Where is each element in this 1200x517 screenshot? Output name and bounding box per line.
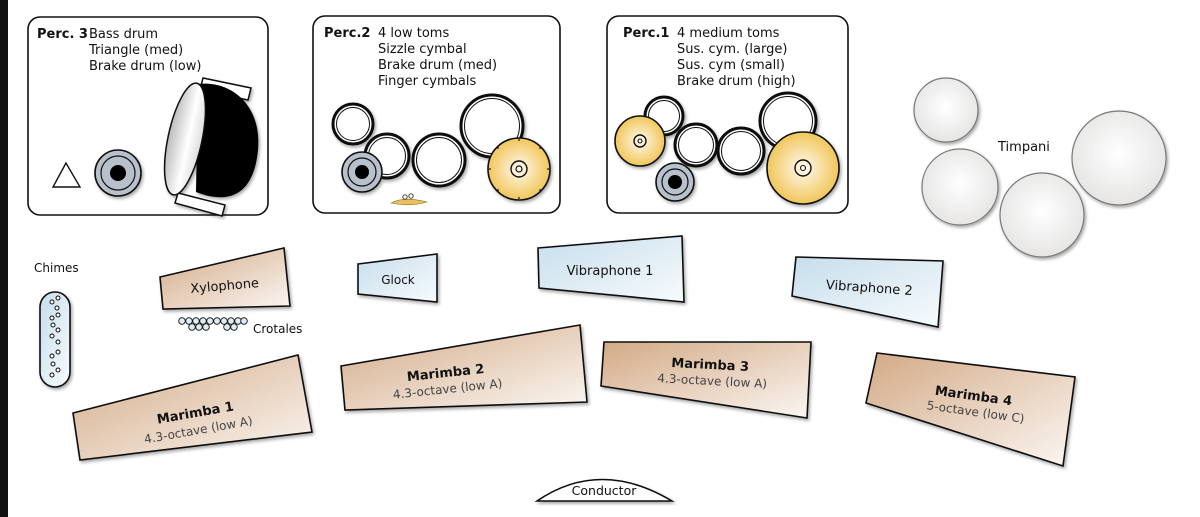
timpani-label: Timpani [997, 140, 1050, 155]
perc2-heading: Perc.2 [324, 26, 370, 41]
small-suspended-cymbal-icon [614, 115, 666, 167]
timpani-drum [913, 77, 979, 143]
vibraphone-2 [791, 256, 944, 328]
marimba-3-range: 4.3-octave (low A) [657, 371, 767, 391]
glock-label: Glock [381, 273, 415, 287]
perc1-box: Perc.1 4 medium toms Sus. cym. (large) S… [606, 15, 849, 214]
perc3-item: Brake drum (low) [89, 59, 201, 74]
perc1-item: Sus. cym. (large) [677, 42, 787, 57]
timpani-group [913, 77, 1167, 258]
perc2-item: Brake drum (med) [378, 58, 497, 73]
timpani-drum [1071, 110, 1167, 206]
marimba-1 [72, 354, 313, 461]
perc3-heading: Perc. 3 [37, 27, 88, 42]
tom-icon [716, 126, 766, 176]
brake-drum-low-icon [94, 149, 142, 197]
tom-icon [411, 132, 467, 188]
large-suspended-cymbal-icon [766, 131, 840, 205]
sizzle-cymbal-icon [487, 137, 551, 201]
marimba-3-name: Marimba 3 [671, 356, 749, 375]
timpani-drum [999, 172, 1085, 258]
xylophone [159, 247, 291, 310]
vibraphone-2-label: Vibraphone 2 [825, 278, 913, 299]
chimes-icon [39, 291, 71, 388]
perc1-item: Sus. cym (small) [677, 58, 785, 73]
perc1-item: Brake drum (high) [677, 74, 796, 89]
perc1-item: 4 medium toms [677, 26, 780, 41]
marimba-2 [340, 324, 588, 411]
conductor-podium [534, 478, 675, 502]
marimba-4 [865, 352, 1076, 468]
perc2-item: Sizzle cymbal [378, 42, 467, 57]
brake-drum-high-icon [655, 162, 695, 202]
glock [357, 253, 438, 303]
vibraphone-1 [537, 235, 685, 303]
perc3-item: Triangle (med) [88, 43, 183, 58]
timpani-drum [921, 148, 999, 226]
tom-icon [673, 122, 719, 168]
xylophone-label: Xylophone [190, 276, 260, 297]
crotales-label: Crotales [253, 322, 302, 336]
perc3-item: Bass drum [89, 27, 158, 42]
perc1-heading: Perc.1 [623, 26, 669, 41]
perc3-box: Perc. 3 Bass drum Triangle (med) Brake d… [27, 16, 269, 217]
left-border [0, 0, 8, 517]
triangle-icon [51, 161, 82, 188]
finger-cymbals-icon [390, 193, 429, 206]
vibraphone-1-label: Vibraphone 1 [567, 264, 654, 279]
perc2-item: 4 low toms [378, 26, 449, 41]
perc2-box: Perc.2 4 low toms Sizzle cymbal Brake dr… [312, 15, 561, 214]
crotales-icon [178, 317, 248, 331]
tom-icon [331, 102, 375, 146]
bass-drum-icon [163, 77, 259, 217]
conductor-label: Conductor [572, 483, 638, 498]
chimes-label: Chimes [34, 261, 79, 275]
perc2-item: Finger cymbals [378, 74, 476, 89]
marimba-3 [600, 341, 812, 419]
brake-drum-med-icon [341, 151, 383, 193]
